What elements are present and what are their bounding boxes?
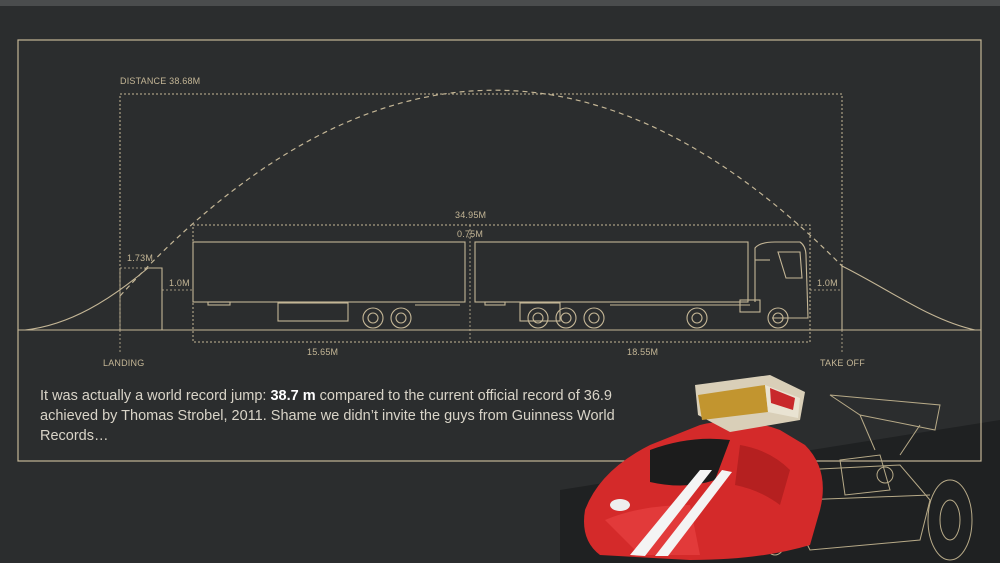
caption-text: It was actually a world record jump: 38.… [40, 386, 660, 446]
trailer1-length-label: 15.65M [307, 347, 339, 357]
takeoff-ramp [841, 265, 976, 331]
trailer2-length-label: 18.55M [627, 347, 659, 357]
trucks-length-label: 34.95M [455, 210, 487, 220]
trailer-1 [192, 241, 466, 329]
distance-label: DISTANCE 38.68M [120, 76, 201, 86]
distance-box [119, 93, 843, 331]
gap-label: 0.75M [457, 229, 484, 239]
jump-trajectory [119, 89, 843, 297]
caption-part2: compared to the current official record … [40, 388, 615, 444]
truck-cab [686, 241, 809, 329]
caption-part1: It was actually a world record jump: [40, 388, 271, 404]
takeoff-label: TAKE OFF [820, 358, 865, 368]
trailer-2 [474, 241, 749, 329]
caption-highlight: 38.7 m [270, 388, 316, 404]
landing-ramp [24, 267, 163, 331]
landing-height-box [119, 267, 163, 331]
landing-height-label: 1.73M [127, 253, 154, 263]
diagram-frame [17, 39, 982, 462]
trucks-length-box [192, 224, 811, 343]
top-bar [0, 0, 1000, 6]
landing-label: LANDING [103, 358, 145, 368]
landing-ramp-gap-label: 1.0M [169, 278, 190, 288]
red-rc-car [584, 375, 823, 560]
takeoff-gap-label: 1.0M [817, 278, 838, 288]
